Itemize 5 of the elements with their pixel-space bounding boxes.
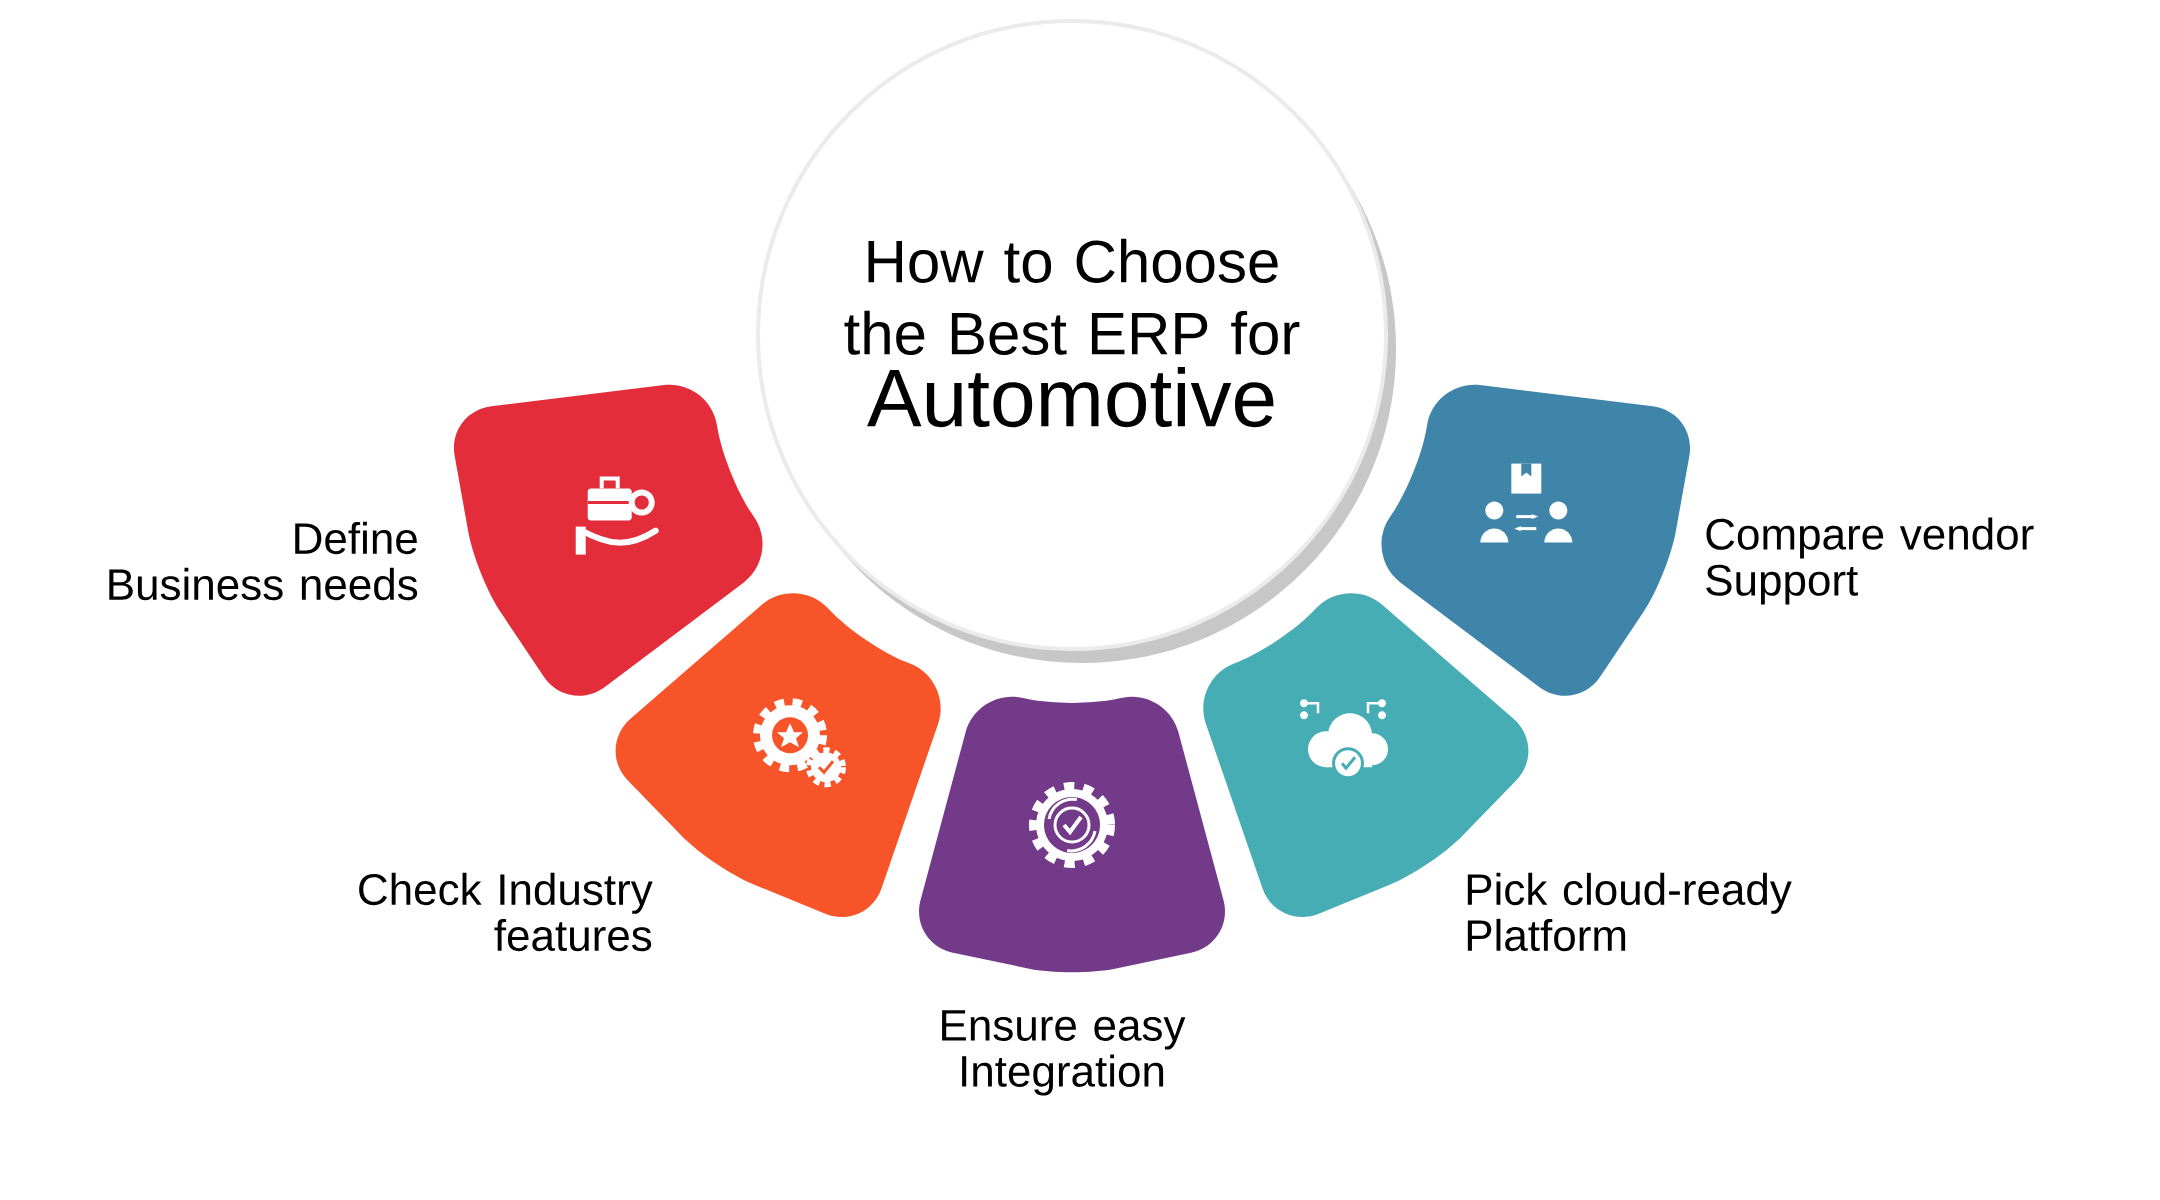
step-label: Compare vendor Support: [1706, 517, 2034, 605]
step-label: Pick cloud-ready Platform: [1467, 872, 1792, 952]
step-label: Define Business needs: [109, 521, 418, 601]
step-label: Check Industry features: [359, 872, 653, 952]
step-label: Ensure easy Integration: [942, 1010, 1186, 1096]
